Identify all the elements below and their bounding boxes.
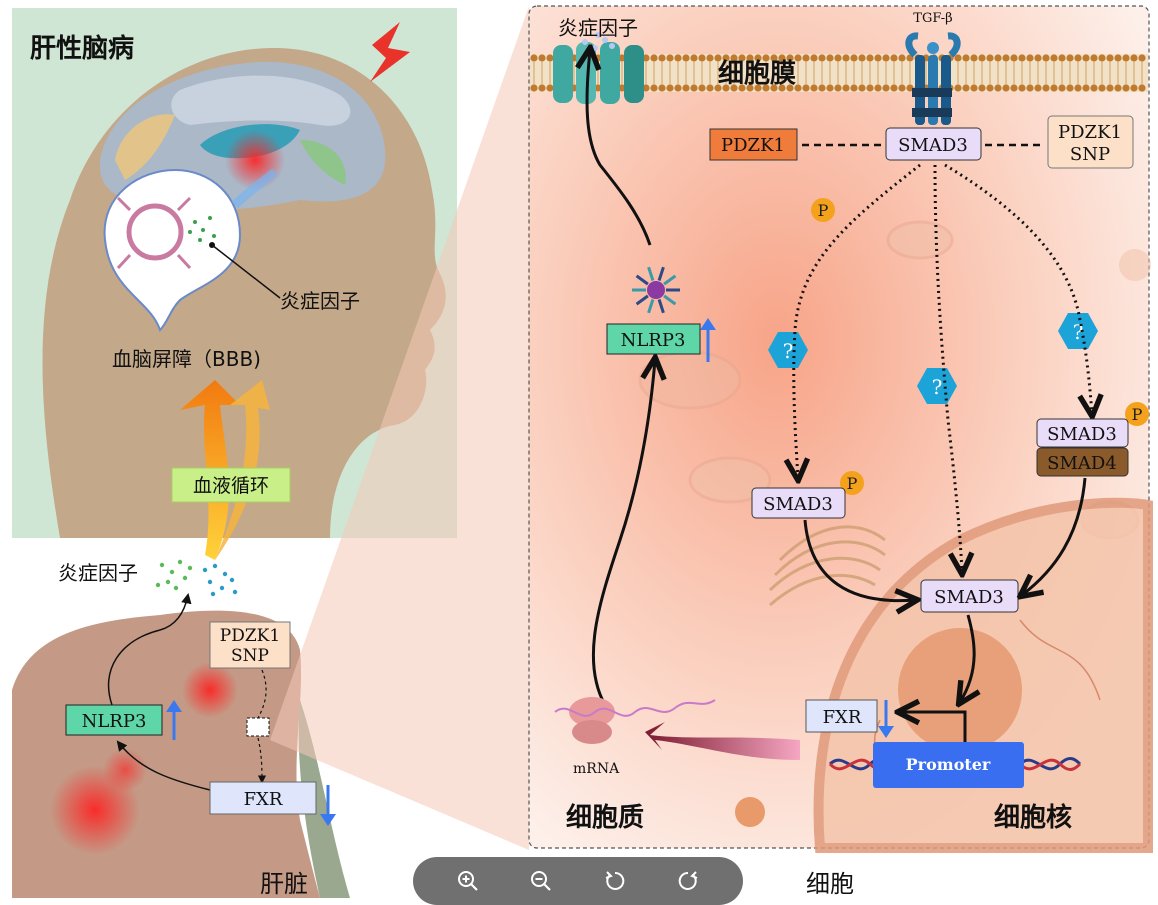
liver-nlrp3-to-cytokine-arrow xyxy=(107,592,192,706)
zoom-in-button[interactable] xyxy=(451,864,485,898)
cell-pdzk1-snp-line2: SNP xyxy=(1070,144,1110,165)
vesicle xyxy=(735,797,765,827)
liver-fxr-to-nlrp3-arrow xyxy=(116,740,211,791)
phospho-label-1: P xyxy=(818,201,829,220)
zoom-out-button[interactable] xyxy=(524,864,558,898)
promoter-label: Promoter xyxy=(906,755,991,774)
zoom-in-icon xyxy=(457,871,478,891)
panel-title: 肝性脑病 xyxy=(30,34,134,64)
liver-pdzk1-snp-box xyxy=(209,621,291,669)
liver-caption: 肝脏 xyxy=(260,870,308,898)
tgf-beta-receptor-icon xyxy=(905,32,961,125)
mrna-export-arrow xyxy=(645,722,800,760)
liver-fxr-box xyxy=(209,781,317,815)
smad4-box xyxy=(1036,447,1129,477)
cell-pdzk1-snp-line1: PDZK1 xyxy=(1058,122,1122,143)
zoom-cone xyxy=(270,6,529,850)
smad4-label: SMAD4 xyxy=(1047,453,1117,474)
cell-inflammatory-factor-label: 炎症因子 xyxy=(558,16,638,40)
phospho-p-icons: P P P xyxy=(811,198,1149,495)
smad3-right-box xyxy=(1036,418,1129,448)
question-hexagons: ? ? ? xyxy=(768,313,1098,404)
liver-fxr-label: FXR xyxy=(244,789,283,810)
smad3-left-label: SMAD3 xyxy=(763,494,833,515)
lightning-icon xyxy=(370,22,410,82)
viewer-toolbar xyxy=(413,857,743,905)
nucleus-label: 细胞核 xyxy=(994,802,1072,833)
question-label-2: ? xyxy=(932,375,943,399)
liver-illustration xyxy=(12,610,350,898)
smad3-right-label: SMAD3 xyxy=(1047,424,1117,445)
rotate-right-button[interactable] xyxy=(671,864,705,898)
cell-nlrp3-box xyxy=(606,323,701,355)
pdzk1-box xyxy=(709,128,798,161)
smad3-left-box xyxy=(751,487,846,519)
promoter-box xyxy=(873,742,1024,788)
liver-down-arrow-icon xyxy=(320,785,336,826)
mrna-label: mRNA xyxy=(573,761,620,777)
smad3-top-label: SMAD3 xyxy=(898,135,968,156)
tgf-beta-label: TGF-β xyxy=(913,11,952,26)
cell-membrane xyxy=(530,54,1148,92)
question-label-3: ? xyxy=(1073,320,1084,344)
pdzk1-label: PDZK1 xyxy=(721,135,785,156)
cell-caption: 细胞 xyxy=(806,870,854,898)
membrane-label: 细胞膜 xyxy=(718,58,796,89)
cell-pdzk1-snp-box xyxy=(1047,115,1134,169)
liver-nlrp3-label: NLRP3 xyxy=(82,711,147,732)
rotate-left-button[interactable] xyxy=(598,864,632,898)
pathway-arrows xyxy=(587,50,1087,780)
bbb-magnifier-bubble xyxy=(103,168,281,332)
zoom-out-icon xyxy=(531,871,552,891)
cell-nlrp3-label: NLRP3 xyxy=(621,330,686,351)
liver-unknown-box xyxy=(246,717,270,737)
cell-down-arrow-icon xyxy=(878,700,894,738)
brain-inflammatory-factor-label: 炎症因子 xyxy=(280,289,360,313)
bbb-label: 血脑屏障（BBB) xyxy=(112,347,261,371)
smad3-top-box xyxy=(885,127,982,161)
smad3-center-label: SMAD3 xyxy=(934,587,1004,608)
rotate-left-icon xyxy=(605,871,624,890)
cell-up-arrow-icon xyxy=(700,318,716,362)
blood-circulation-box xyxy=(171,467,291,503)
liver-inflammatory-factor-label: 炎症因子 xyxy=(58,561,138,585)
smad3-dotted-arrows xyxy=(794,163,1092,572)
membrane-channel-icon xyxy=(553,42,644,104)
ribosome-mrna-icon xyxy=(554,697,716,744)
head-illustration xyxy=(12,8,457,538)
cell-fxr-label: FXR xyxy=(823,707,862,728)
phospho-label-2: P xyxy=(847,474,858,493)
rotate-right-icon xyxy=(679,871,698,890)
liver-snp-label: SNP xyxy=(231,646,269,666)
question-label-1: ? xyxy=(783,339,794,363)
cytokine-dots xyxy=(155,559,238,597)
liver-up-arrow-icon xyxy=(166,700,182,740)
blood-circulation-label: 血液循环 xyxy=(193,475,269,497)
phospho-label-3: P xyxy=(1132,405,1143,424)
inflammasome-icon xyxy=(632,266,680,314)
cytoplasm-label: 细胞质 xyxy=(566,802,644,833)
cell-fxr-box xyxy=(805,699,878,733)
liver-nlrp3-box xyxy=(65,704,163,736)
liver-pdzk1-label: PDZK1 xyxy=(220,626,280,646)
